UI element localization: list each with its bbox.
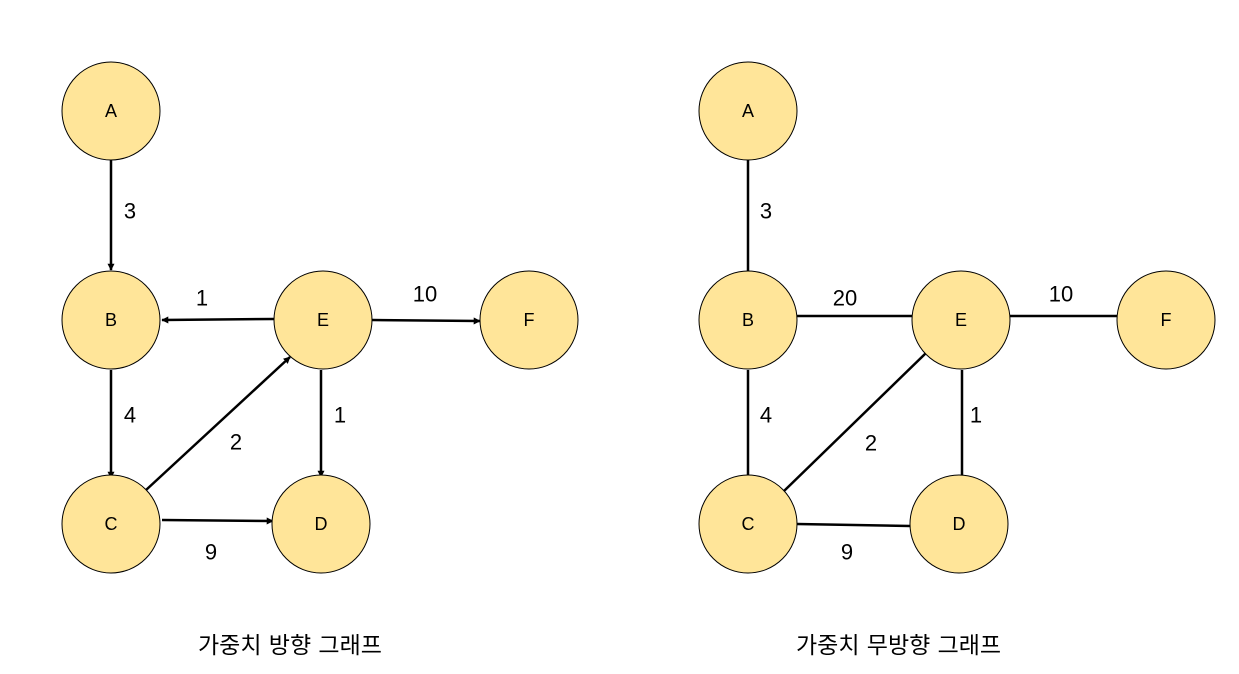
node-label: F: [1161, 310, 1172, 330]
edge-c-e: 2: [145, 356, 291, 491]
node-label: B: [105, 310, 117, 330]
edge-weight-label: 1: [970, 403, 982, 428]
undirected-graph: 3 20 10 4 2 1 9 A B C D E F: [698, 61, 1216, 574]
node-circle: [698, 61, 798, 161]
directed-graph-caption: 가중치 방향 그래프: [198, 633, 382, 659]
edge-a-b: 3: [746, 160, 772, 271]
node-label: E: [317, 310, 329, 330]
arrow-line: [161, 316, 275, 324]
node-circle: [61, 474, 161, 574]
node-c: C: [698, 474, 798, 574]
node-label: C: [105, 514, 118, 534]
edge-weight-label: 4: [124, 403, 136, 428]
edge-weight-label: 10: [413, 282, 437, 307]
edges: 3 20 10 4 2 1 9: [746, 160, 1118, 565]
node-circle: [698, 474, 798, 574]
edge-b-c: 4: [746, 370, 772, 475]
node-b: B: [61, 270, 161, 370]
node-circle: [273, 270, 373, 370]
edge-e-f: 10: [1010, 282, 1118, 318]
edge-weight-label: 1: [334, 403, 346, 428]
arrow-line: [371, 317, 481, 325]
node-circle: [479, 270, 579, 370]
node-a: A: [698, 61, 798, 161]
edge-c-d: 9: [161, 517, 274, 565]
node-circle: [911, 270, 1011, 370]
edge-weight-label: 4: [760, 403, 772, 428]
edge-c-d: 9: [796, 522, 911, 565]
edges: 3 1 10 4 2 1 9: [107, 160, 481, 565]
edge-b-e: 20: [797, 286, 912, 318]
edge-c-e: 2: [783, 352, 927, 492]
edge-weight-label: 10: [1049, 282, 1073, 307]
node-a: A: [61, 61, 161, 161]
node-e: E: [273, 270, 373, 370]
node-e: E: [911, 270, 1011, 370]
edge-weight-label: 20: [833, 286, 857, 311]
edge-e-d: 1: [317, 370, 346, 478]
node-f: F: [479, 270, 579, 370]
node-circle: [271, 474, 371, 574]
arrow-line: [145, 356, 291, 491]
node-label: E: [955, 310, 967, 330]
node-circle: [61, 61, 161, 161]
node-circle: [909, 474, 1009, 574]
node-label: D: [315, 514, 328, 534]
node-label: D: [953, 514, 966, 534]
nodes: A B C D E F: [698, 61, 1216, 574]
node-f: F: [1116, 270, 1216, 370]
node-c: C: [61, 474, 161, 574]
node-d: D: [909, 474, 1009, 574]
edge-weight-label: 1: [196, 286, 208, 311]
node-b: B: [698, 270, 798, 370]
edge-weight-label: 9: [841, 540, 853, 565]
node-circle: [698, 270, 798, 370]
edge-line: [783, 352, 927, 492]
edge-weight-label: 3: [760, 199, 772, 224]
node-circle: [1116, 270, 1216, 370]
node-label: B: [742, 310, 754, 330]
node-label: F: [524, 310, 535, 330]
nodes: A B C D E F: [61, 61, 579, 574]
edge-weight-label: 3: [124, 199, 136, 224]
edge-line: [796, 522, 911, 528]
node-label: A: [742, 101, 754, 121]
node-label: C: [742, 514, 755, 534]
edge-weight-label: 2: [865, 431, 877, 456]
edge-weight-label: 9: [205, 540, 217, 565]
edge-b-c: 4: [107, 370, 136, 479]
node-d: D: [271, 474, 371, 574]
edge-weight-label: 2: [230, 430, 242, 455]
node-circle: [61, 270, 161, 370]
undirected-graph-caption: 가중치 무방향 그래프: [796, 633, 1002, 659]
arrow-line: [161, 517, 274, 525]
edge-e-d: 1: [960, 370, 982, 476]
edge-e-b: 1: [161, 286, 275, 324]
edge-e-f: 10: [371, 282, 481, 325]
directed-graph: 3 1 10 4 2 1 9 A B C D E F: [61, 61, 579, 574]
edge-a-b: 3: [107, 160, 136, 271]
node-label: A: [105, 101, 117, 121]
